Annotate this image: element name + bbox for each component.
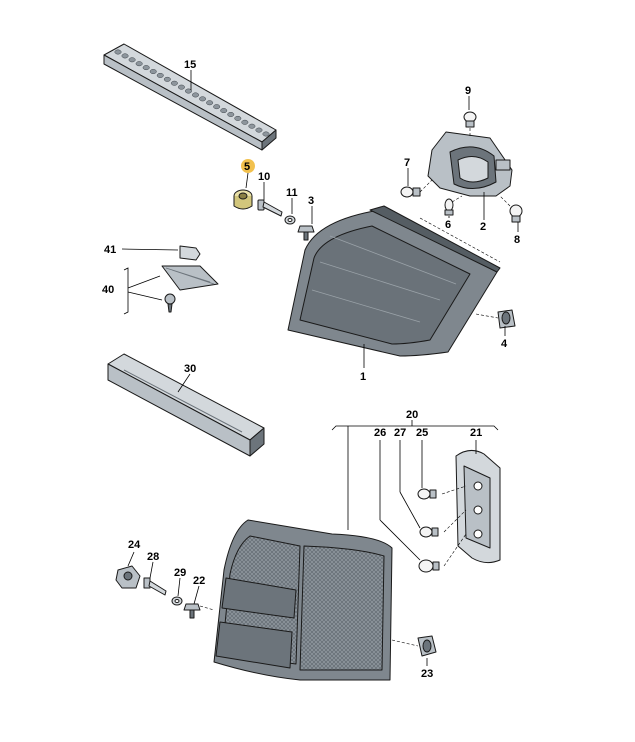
strip-led-dot [192,92,199,98]
strip-led-dot [199,96,207,102]
strip-led-dot [156,72,164,78]
part-7-bulb[interactable] [400,186,421,198]
strip-led-dot [121,53,129,59]
strip-led-dot [262,131,270,137]
strip-led-dot [255,127,263,133]
part-40-pad[interactable] [161,265,219,291]
strip-led-dot [142,65,150,71]
label-11: 11 [286,187,298,199]
strip-led-dot [170,80,178,86]
label-23: 23 [421,668,433,680]
strip-led-dot [114,49,122,55]
strip-led-dot [220,108,228,114]
leader-lines [121,70,519,666]
part-25-bulb[interactable] [417,488,437,500]
part-8-bulb[interactable] [509,204,523,223]
label-26: 26 [374,427,386,439]
part-26-bulb[interactable] [418,559,440,573]
label-24: 24 [128,539,141,551]
part-20-tail-light-lower[interactable] [213,519,393,681]
label-15: 15 [184,59,196,71]
label-25: 25 [416,427,428,439]
part-29-washer[interactable] [171,596,183,606]
part-labels: 15 5 10 11 3 1 9 7 6 2 8 4 41 40 30 20 2… [102,59,520,680]
part-4-grommet[interactable] [497,309,516,329]
label-5: 5 [244,161,250,173]
strip-led-dot [135,61,143,67]
part-6-bulb[interactable] [444,198,454,216]
label-6: 6 [445,219,451,231]
part-24-nut[interactable] [115,565,141,589]
part-40-screw[interactable] [164,293,176,313]
strip-led-dot [241,119,249,125]
label-27: 27 [394,427,406,439]
part-1-tail-light-upper[interactable] [287,205,501,357]
part-9-bulb[interactable] [463,111,477,128]
part-11-washer[interactable] [284,215,296,225]
part-3-screw[interactable] [297,225,315,241]
label-7: 7 [404,157,410,169]
assembly-lines [199,128,511,647]
label-30: 30 [184,363,196,375]
part-30-brake-light-housing[interactable] [107,353,265,457]
label-4: 4 [501,338,508,350]
label-21: 21 [470,427,482,439]
part-5-nut[interactable] [233,159,255,210]
strip-led-dot [227,112,235,117]
part-22-screw[interactable] [183,603,201,619]
strip-led-dot [163,76,171,82]
part-27-bulb[interactable] [419,526,439,538]
label-40: 40 [102,284,114,296]
label-10: 10 [258,171,270,183]
label-2: 2 [480,221,486,233]
label-9: 9 [465,85,471,97]
label-20: 20 [406,409,418,421]
label-29: 29 [174,567,186,579]
label-41: 41 [104,244,116,256]
strip-led-dot [177,84,185,90]
part-2-bulb-holder[interactable] [427,131,513,197]
strip-led-dot [248,123,256,129]
strip-led-dot [213,104,221,110]
label-22: 22 [193,575,205,587]
label-28: 28 [147,551,159,563]
strip-led-dot [128,57,136,63]
part-23-grommet[interactable] [417,635,437,657]
label-3: 3 [308,195,314,207]
strip-led-dot [206,100,214,106]
part-28-bolt[interactable] [143,577,167,596]
part-21-bulb-carrier[interactable] [455,450,501,564]
part-10-bolt[interactable] [257,199,283,217]
part-15-brake-light-strip[interactable] [103,43,277,151]
part-41-bulb[interactable] [179,245,201,261]
strip-led-dot [185,88,192,94]
strip-led-dot [149,69,157,74]
label-8: 8 [514,234,520,246]
strip-led-dot [234,115,242,121]
label-1: 1 [360,371,366,383]
